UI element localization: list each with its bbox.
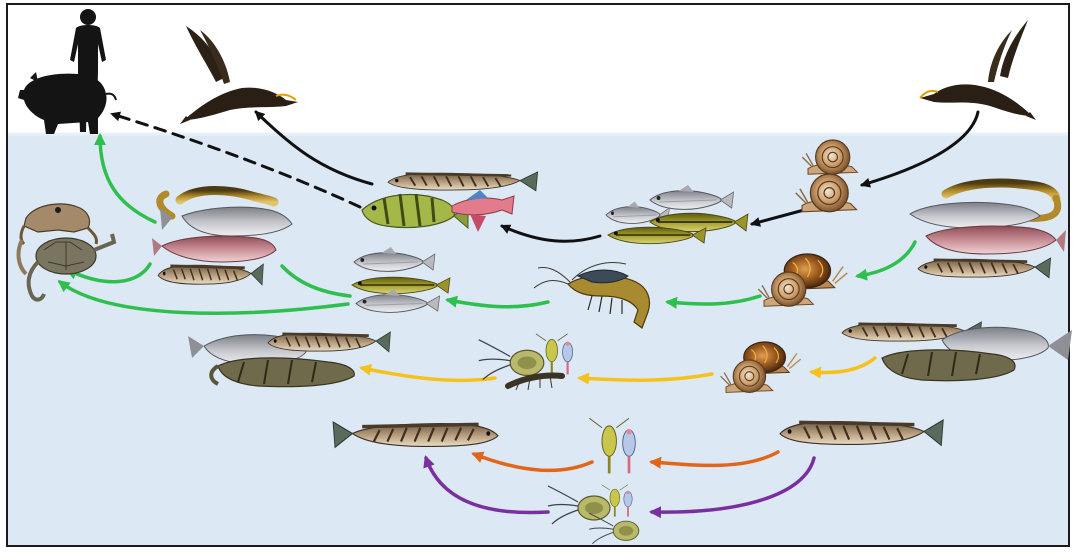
food-web-diagram bbox=[0, 0, 1075, 550]
food-web-canvas bbox=[0, 0, 1075, 550]
